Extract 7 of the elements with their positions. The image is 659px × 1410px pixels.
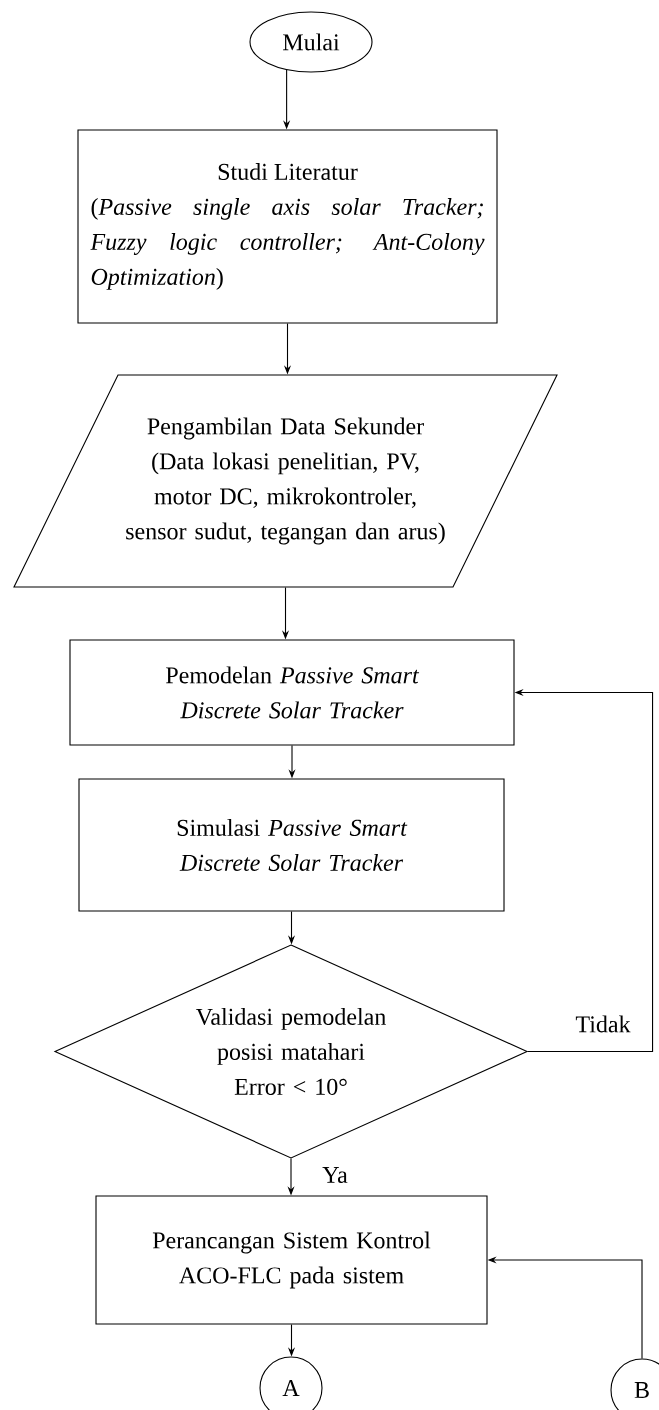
process-box: Simulasi Passive Smart Discrete Solar Tracker — [78, 778, 505, 912]
process-box: Studi Literatur (Passive single axis solar Tracker; Fuzzy logic controller; Ant-Colony Optimization) — [77, 129, 498, 324]
edge-label: Ya — [321, 1166, 349, 1184]
process-box: Pemodelan Passive Smart Discrete Solar Tracker — [69, 639, 515, 746]
process-box: Perancangan Sistem Kontrol ACO-FLC pada sistem — [95, 1195, 488, 1325]
edge-label: Tidak — [574, 1014, 632, 1034]
data-parallelogram: Pengambilan Data Sekunder (Data lokasi penelitian, PV, motor DC, mikrokontroler, sensor sudut, tegangan dan arus) — [13, 374, 558, 588]
